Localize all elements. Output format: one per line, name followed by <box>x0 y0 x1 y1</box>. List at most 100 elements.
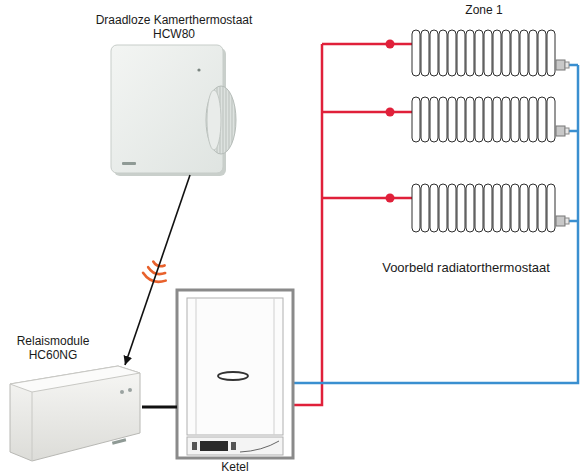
radiator-fin <box>484 30 492 76</box>
boiler-slot <box>218 372 248 380</box>
boiler-curve <box>240 441 279 452</box>
radiator-fin <box>511 184 519 232</box>
radiator-fin <box>448 97 456 142</box>
radiator <box>412 97 569 142</box>
radiator-fin <box>520 184 528 232</box>
relay-edge <box>32 392 33 461</box>
radiator-fin <box>439 97 447 142</box>
boiler-seam <box>196 298 197 435</box>
boiler-button <box>192 442 197 450</box>
boiler-front <box>187 298 283 435</box>
thermostat-panel <box>111 45 223 173</box>
radiator-fin <box>529 97 537 142</box>
radiator-fin <box>475 30 483 76</box>
radiator-fin <box>457 97 465 142</box>
boiler-control-strip <box>187 437 283 455</box>
radiator <box>412 184 569 232</box>
pipe-joint <box>386 40 395 49</box>
diagram-label: Zone 1 <box>434 3 534 18</box>
pipe-joint <box>386 194 395 203</box>
boiler-seam <box>274 298 275 435</box>
radiator-fin <box>493 184 501 232</box>
radiator <box>412 30 569 76</box>
radiators <box>412 30 569 232</box>
radiator-fin <box>538 97 546 142</box>
radiator-fin <box>421 184 429 232</box>
thermostat-led <box>197 68 200 71</box>
radiator-fin <box>457 184 465 232</box>
radiator-fin <box>484 184 492 232</box>
radiator-fin <box>475 184 483 232</box>
relay-led <box>128 388 132 392</box>
relay-logo <box>112 438 126 444</box>
radiator-fin <box>430 184 438 232</box>
radiator-fin <box>502 97 510 142</box>
relay-module-device <box>10 366 140 461</box>
radiator-fin <box>448 184 456 232</box>
thermostat-dial-ridges <box>206 86 236 154</box>
radiator-fin <box>547 97 555 142</box>
device-node: Relaismodule HC60NG <box>8 365 142 462</box>
radiator-fin <box>412 184 420 232</box>
radiator-fin <box>484 97 492 142</box>
radiator-fin <box>439 184 447 232</box>
thermostat-device <box>111 45 236 176</box>
radiator-fin <box>493 97 501 142</box>
valve-cap <box>565 128 569 134</box>
radiator-fin <box>475 97 483 142</box>
radiator-valve <box>556 216 565 226</box>
boiler-button <box>231 442 236 450</box>
boiler-display <box>200 441 228 451</box>
radiator-fin <box>529 184 537 232</box>
connector-line <box>125 175 190 365</box>
radiator-fin <box>421 97 429 142</box>
radiator-fin <box>430 97 438 142</box>
device-node: Draadloze Kamerthermostaat HCW80 <box>110 45 238 175</box>
boiler-housing <box>177 290 293 458</box>
connector-line <box>142 405 177 408</box>
radiator-fin <box>538 184 546 232</box>
radiator-fin <box>493 30 501 76</box>
valve-cap <box>565 62 569 68</box>
boiler-device <box>177 290 293 458</box>
pipes <box>293 40 578 406</box>
relay-top-face <box>10 366 140 392</box>
radiator-fin <box>502 184 510 232</box>
radiator-fin <box>430 30 438 76</box>
radiator-fin <box>421 30 429 76</box>
radiator-fin <box>547 30 555 76</box>
radiator-fin <box>457 30 465 76</box>
device-node: Ketel <box>177 290 293 458</box>
device-label: Draadloze Kamerthermostaat HCW80 <box>88 13 260 41</box>
return-pipe <box>293 65 578 383</box>
radiator-fin <box>511 30 519 76</box>
device-label: Ketel <box>177 460 293 474</box>
relay-led <box>120 390 124 394</box>
supply-pipe <box>293 44 412 405</box>
diagram-label: Voorbeld radiatorthermostaat <box>350 260 582 275</box>
radiator-fin <box>466 30 474 76</box>
thermostat-logo <box>122 162 136 165</box>
thermostat-dial-face <box>207 90 221 150</box>
radiator-fin <box>466 184 474 232</box>
radiator-fin <box>502 30 510 76</box>
radiator-fin <box>466 97 474 142</box>
radiator-fin <box>547 184 555 232</box>
radiator-fin <box>439 30 447 76</box>
radiator-valve <box>556 60 565 70</box>
radiator-fin <box>448 30 456 76</box>
radiator-fin <box>511 97 519 142</box>
relay-body <box>10 366 140 461</box>
radiator-fin <box>412 30 420 76</box>
radiator-fin <box>520 97 528 142</box>
radiator-fin <box>520 30 528 76</box>
radiator-fin <box>529 30 537 76</box>
radiator-fin <box>412 97 420 142</box>
valve-cap <box>565 218 569 224</box>
pipe-joint <box>386 108 395 117</box>
device-label: Relaismodule HC60NG <box>10 334 96 362</box>
